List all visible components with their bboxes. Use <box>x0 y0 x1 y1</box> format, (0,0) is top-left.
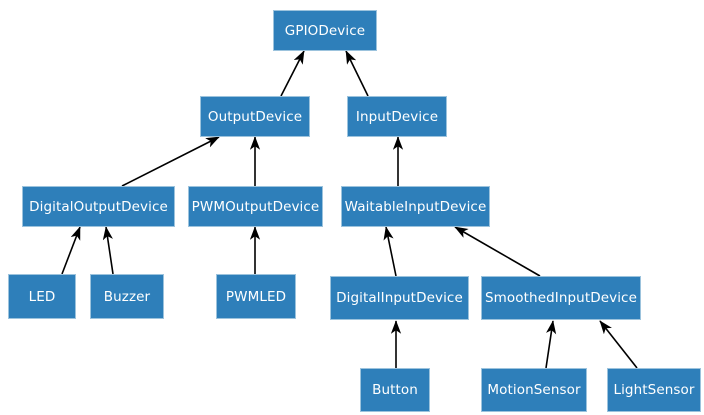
class-node-motionsensor[interactable]: MotionSensor <box>481 368 587 412</box>
inheritance-arrow-lightsensor-to-smoothedinputdevice <box>599 320 638 369</box>
class-node-inputdevice[interactable]: InputDevice <box>347 96 447 137</box>
class-node-button[interactable]: Button <box>360 368 430 412</box>
class-node-led[interactable]: LED <box>8 274 76 319</box>
class-node-buzzer[interactable]: Buzzer <box>90 274 164 319</box>
class-node-label: OutputDevice <box>207 108 303 125</box>
class-node-digitalinputdevice[interactable]: DigitalInputDevice <box>330 276 469 320</box>
inheritance-arrow-motionsensor-to-smoothedinputdevice <box>545 320 557 369</box>
class-node-gpiodevice[interactable]: GPIODevice <box>273 10 377 51</box>
class-node-label: WaitableInputDevice <box>344 198 487 215</box>
class-node-lightsensor[interactable]: LightSensor <box>607 368 701 412</box>
class-node-label: InputDevice <box>355 108 439 125</box>
class-node-label: Button <box>372 382 418 398</box>
class-node-pwmoutputdevice[interactable]: PWMOutputDevice <box>188 186 323 227</box>
class-node-label: DigitalInputDevice <box>336 290 463 306</box>
class-node-label: LED <box>28 288 56 305</box>
inheritance-arrow-inputdevice-to-gpiodevice <box>345 50 369 97</box>
inheritance-arrow-led-to-digitaloutputdevice <box>61 226 81 275</box>
class-node-label: PWMLED <box>225 288 287 305</box>
class-node-label: DigitalOutputDevice <box>29 198 168 215</box>
class-node-label: LightSensor <box>613 382 695 398</box>
inheritance-arrow-digitaloutputdevice-to-outputdevice <box>121 136 220 187</box>
inheritance-arrow-buzzer-to-digitaloutputdevice <box>102 226 114 275</box>
class-node-digitaloutputdevice[interactable]: DigitalOutputDevice <box>22 186 175 227</box>
class-node-pwmled[interactable]: PWMLED <box>216 274 296 319</box>
class-node-label: PWMOutputDevice <box>191 198 320 215</box>
class-node-label: MotionSensor <box>487 382 581 398</box>
class-node-waitableinputdevice[interactable]: WaitableInputDevice <box>341 186 490 227</box>
inheritance-arrow-digitalinputdevice-to-waitableinputdevice <box>383 226 397 277</box>
class-node-label: GPIODevice <box>284 22 366 39</box>
class-node-smoothedinputdevice[interactable]: SmoothedInputDevice <box>481 276 641 320</box>
inheritance-edges <box>61 50 638 369</box>
class-node-label: SmoothedInputDevice <box>485 290 637 306</box>
class-node-outputdevice[interactable]: OutputDevice <box>200 96 310 137</box>
inheritance-arrow-outputdevice-to-gpiodevice <box>280 50 305 97</box>
inheritance-arrow-smoothedinputdevice-to-waitableinputdevice <box>454 226 541 277</box>
class-node-label: Buzzer <box>103 288 151 305</box>
